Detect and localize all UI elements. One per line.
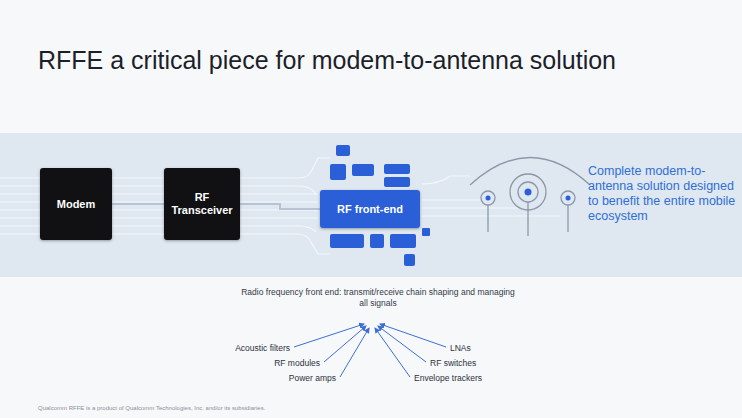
tagline: Complete modem-to-antenna solution desig… <box>588 164 738 224</box>
band <box>0 133 742 277</box>
component-label: RF switches <box>430 358 476 368</box>
component-label: LNAs <box>450 343 471 353</box>
description: Radio frequency front end: transmit/rece… <box>238 287 518 309</box>
node-text: RF front-end <box>337 203 403 216</box>
connector <box>240 204 320 209</box>
antennas <box>470 158 590 237</box>
component-label: Envelope trackers <box>414 373 482 383</box>
chip-box: RF Transceiver <box>164 168 240 240</box>
leader-arrows <box>294 324 446 377</box>
footnote: Qualcomm RFFE is a product of Qualcomm T… <box>38 405 265 411</box>
node-text: RF Transceiver <box>168 191 236 216</box>
traces <box>0 158 560 254</box>
title: RFFE a critical piece for modem-to-anten… <box>38 46 616 75</box>
component-label: Power amps <box>289 373 336 383</box>
component-label: RF modules <box>274 358 320 368</box>
component-label: Acoustic filters <box>235 343 290 353</box>
chip-box: Modem <box>40 168 112 240</box>
process-box: RF front-end <box>320 190 420 228</box>
node-text: Modem <box>57 198 96 211</box>
connector <box>112 203 164 205</box>
